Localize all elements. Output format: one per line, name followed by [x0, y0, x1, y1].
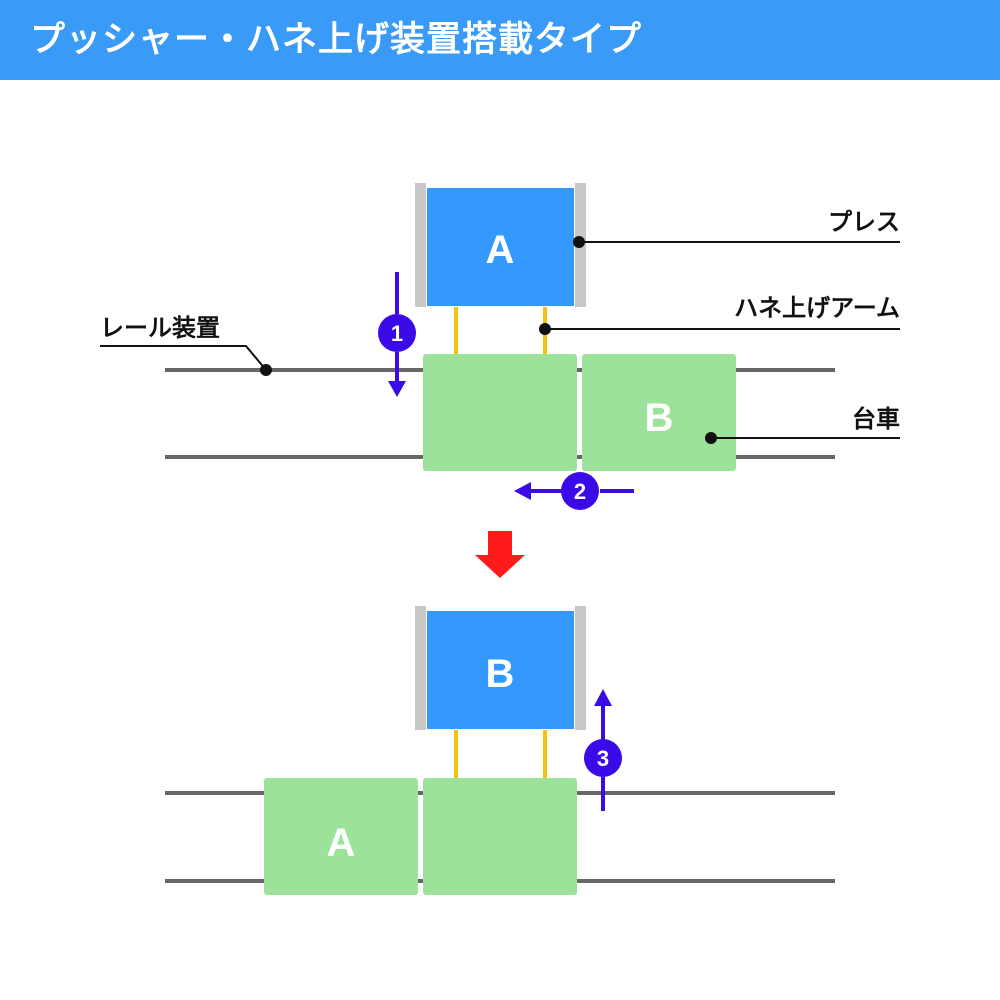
step-badge — [378, 314, 416, 352]
callout-rail: レール装置 — [100, 314, 272, 376]
callout-press: プレス — [573, 208, 900, 248]
step-1-marker: 1 — [378, 272, 416, 397]
cart-box-b — [582, 354, 736, 471]
press-box-label: B — [486, 652, 515, 696]
press-frame-right — [575, 606, 586, 730]
label-arm: ハネ上げアーム — [734, 294, 900, 322]
press-box-label: A — [486, 228, 515, 272]
arrow-down-icon — [388, 381, 406, 397]
cart-box-a-label: A — [327, 821, 356, 865]
press-box — [427, 611, 574, 729]
arrow-up-icon — [594, 689, 612, 706]
label-press: プレス — [828, 208, 900, 236]
top-arms — [454, 307, 547, 354]
top-carts: B — [423, 354, 736, 471]
callout-arm: ハネ上げアーム — [539, 294, 900, 335]
step-number: 1 — [391, 321, 403, 346]
press-box — [427, 188, 574, 306]
step-number: 3 — [597, 746, 609, 771]
title-bar: プッシャー・ハネ上げ装置搭載タイプ — [0, 0, 1000, 80]
cart-box-empty — [423, 778, 577, 895]
bottom-arms — [454, 730, 547, 778]
press-frame-left — [415, 606, 426, 730]
label-cart: 台車 — [852, 405, 900, 433]
cart-box-empty — [423, 354, 577, 471]
step-number: 2 — [574, 479, 586, 504]
cart-box-b-label: B — [645, 396, 674, 440]
press-frame-left — [415, 183, 426, 307]
label-rail: レール装置 — [100, 314, 220, 342]
callout-cart: 台車 — [705, 405, 900, 444]
step-2-marker: 2 — [514, 472, 634, 510]
bottom-press: B — [415, 606, 586, 730]
step-badge — [584, 739, 622, 777]
page-title: プッシャー・ハネ上げ装置搭載タイプ — [30, 20, 643, 60]
cart-box-a — [264, 778, 418, 895]
step-3-marker: 3 — [584, 689, 622, 811]
transition-arrow-down-icon — [475, 531, 525, 578]
top-press: A — [415, 183, 586, 307]
step-badge — [561, 472, 599, 510]
bottom-carts: A — [264, 778, 577, 895]
arrow-left-icon — [514, 482, 531, 500]
